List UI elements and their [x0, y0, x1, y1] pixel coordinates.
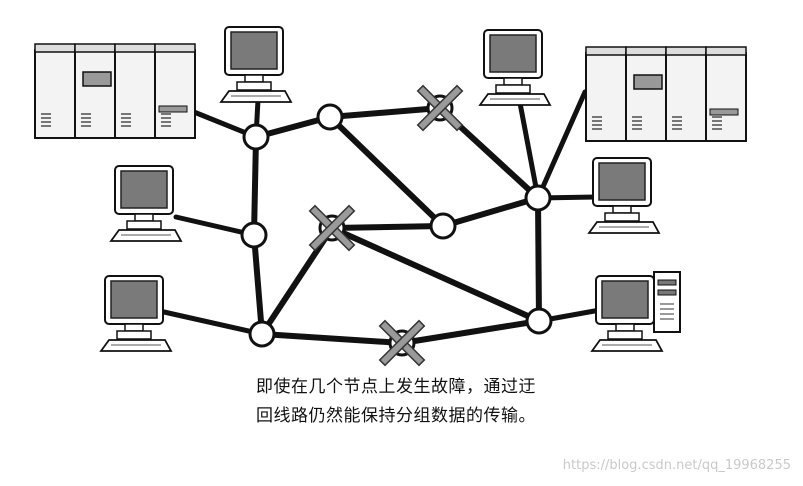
link-n9-n10: [399, 318, 542, 346]
failed-node-n3: [416, 84, 464, 132]
network-nodes: [240, 84, 553, 367]
workstation-bottom-right-workstation-icon: [590, 271, 681, 352]
link-n7-n9: [259, 331, 405, 346]
terminal-mid-left-terminal-icon: [109, 165, 183, 242]
caption-line-2: 回线路仍然能保持分组数据的传输。: [256, 406, 536, 426]
terminal-top-left-terminal-icon: [219, 26, 293, 103]
failed-node-n9: [378, 319, 426, 367]
terminal-bottom-left-terminal-icon: [99, 275, 173, 352]
mainframe-left-mainframe-icon: [34, 43, 196, 139]
node-n4: [240, 221, 268, 249]
node-n6: [429, 212, 457, 240]
connection-terminal-top-right: [517, 100, 541, 201]
node-n10: [525, 307, 553, 335]
failure-cross-icon: [416, 84, 464, 132]
node-n7: [248, 320, 276, 348]
network-links: [251, 105, 542, 346]
terminal-mid-right-terminal-icon: [587, 157, 661, 234]
caption-line-1: 即使在几个节点上发生故障，通过迂: [256, 377, 536, 397]
devices: [34, 26, 747, 352]
link-n2-n3: [327, 105, 443, 120]
link-n1-n4: [251, 134, 259, 238]
link-n2-n6: [327, 114, 446, 229]
link-n8-n10: [535, 195, 542, 324]
watermark-url: https://blog.csdn.net/qq_19968255: [562, 458, 791, 473]
failed-node-n5: [308, 204, 356, 252]
node-n2: [316, 103, 344, 131]
link-n6-n8: [440, 195, 541, 229]
link-n5-n6: [329, 223, 446, 231]
failure-cross-icon: [308, 204, 356, 252]
connection-terminal-bottom-left: [161, 309, 265, 337]
link-n5-n10: [329, 225, 542, 324]
device-connections: [161, 89, 603, 337]
connection-mainframe-right: [535, 89, 588, 201]
node-n1: [242, 123, 270, 151]
terminal-top-right-terminal-icon: [478, 29, 552, 106]
node-n8: [524, 184, 552, 212]
link-n4-n7: [251, 232, 265, 337]
mainframe-right-mainframe-icon: [585, 46, 747, 142]
failure-cross-icon: [378, 319, 426, 367]
